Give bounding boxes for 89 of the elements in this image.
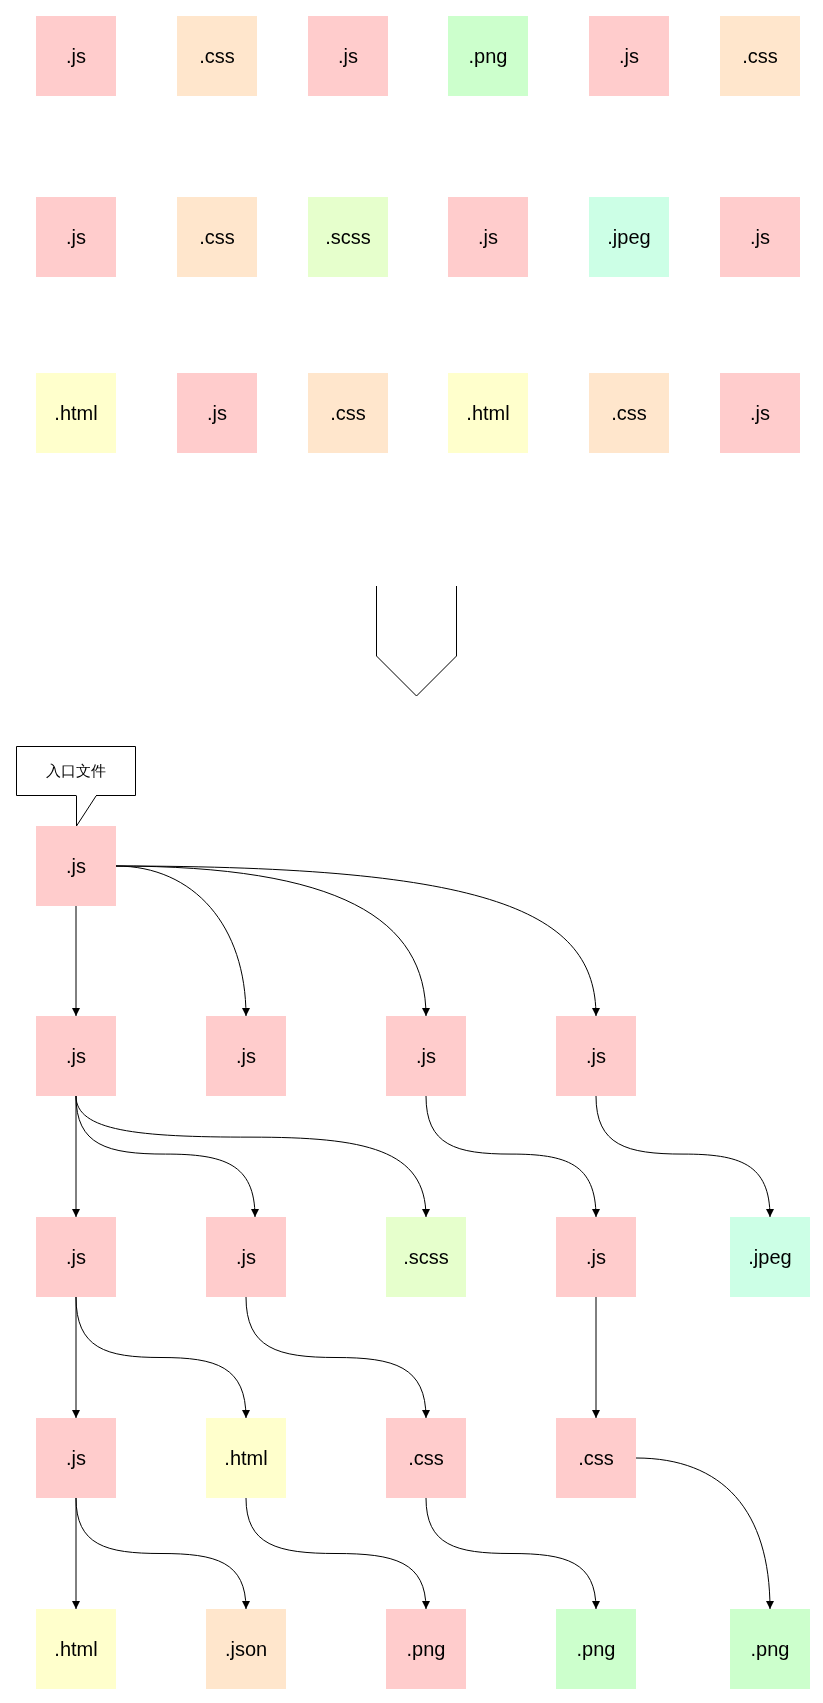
file-tile <box>720 373 800 453</box>
file-tile <box>386 1609 466 1689</box>
file-tile <box>448 16 528 96</box>
arrow <box>425 1095 600 1218</box>
file-tile <box>206 1609 286 1689</box>
file-tile <box>386 1016 466 1096</box>
file-type-label: .css <box>611 401 647 425</box>
file-tile <box>386 1418 466 1498</box>
file-type-label: .css <box>199 225 235 249</box>
file-type-label: .png <box>406 1637 446 1661</box>
file-tile <box>36 373 116 453</box>
file-tile <box>448 373 528 453</box>
file-tile <box>36 1016 116 1096</box>
file-type-label: .html <box>224 1446 268 1470</box>
file-tile <box>448 197 528 277</box>
file-tile <box>206 1418 286 1498</box>
file-tile <box>308 373 388 453</box>
file-tile <box>556 1217 636 1297</box>
arrow <box>592 1296 600 1419</box>
file-tile <box>589 373 669 453</box>
file-type-label: .js <box>66 44 86 68</box>
file-type-label: .js <box>66 1245 86 1269</box>
file-tile <box>206 1217 286 1297</box>
file-tile <box>386 1217 466 1297</box>
file-tile <box>308 197 388 277</box>
file-tile <box>36 16 116 96</box>
callout-text: 入口文件 <box>46 761 106 781</box>
file-type-label: .js <box>619 44 639 68</box>
file-type-label: .scss <box>325 225 371 249</box>
file-tile <box>720 197 800 277</box>
file-tile <box>177 197 257 277</box>
file-tile <box>177 373 257 453</box>
file-type-label: .jpeg <box>748 1245 792 1269</box>
file-type-label: .js <box>66 1044 86 1068</box>
arrow <box>115 865 600 1017</box>
file-type-label: .js <box>66 225 86 249</box>
callout-box <box>16 746 136 796</box>
file-type-label: .js <box>416 1044 436 1068</box>
arrow <box>72 905 80 1017</box>
file-type-label: .css <box>408 1446 444 1470</box>
file-tile <box>589 197 669 277</box>
file-type-label: .js <box>236 1245 256 1269</box>
file-tile <box>206 1016 286 1096</box>
file-tile <box>36 1418 116 1498</box>
file-type-label: .js <box>236 1044 256 1068</box>
file-tile <box>730 1217 810 1297</box>
file-tile <box>36 197 116 277</box>
arrow <box>635 1457 774 1610</box>
arrow <box>425 1497 600 1610</box>
arrow <box>245 1497 430 1610</box>
file-tile <box>36 1609 116 1689</box>
file-type-label: .css <box>330 401 366 425</box>
file-type-label: .png <box>750 1637 790 1661</box>
file-tile <box>308 16 388 96</box>
file-type-label: .css <box>578 1446 614 1470</box>
arrow <box>595 1095 774 1218</box>
file-tile <box>556 1418 636 1498</box>
file-type-label: .json <box>224 1637 268 1661</box>
file-type-label: .html <box>466 401 510 425</box>
file-type-label: .js <box>478 225 498 249</box>
file-tile <box>556 1016 636 1096</box>
file-tile <box>177 16 257 96</box>
arrow <box>75 1497 250 1610</box>
file-type-label: .css <box>742 44 778 68</box>
arrow <box>75 1296 250 1419</box>
file-type-label: .js <box>586 1044 606 1068</box>
arrow <box>75 1095 430 1218</box>
callout-tail <box>76 795 97 827</box>
file-tile <box>730 1609 810 1689</box>
file-tile <box>720 16 800 96</box>
file-type-label: .css <box>199 44 235 68</box>
file-type-label: .js <box>207 401 227 425</box>
file-type-label: .js <box>750 225 770 249</box>
file-tile <box>36 826 116 906</box>
arrow <box>245 1296 430 1419</box>
file-type-label: .html <box>54 1637 98 1661</box>
file-type-label: .js <box>66 1446 86 1470</box>
file-type-label: .html <box>54 401 98 425</box>
file-tile <box>556 1609 636 1689</box>
file-type-label: .js <box>750 401 770 425</box>
file-type-label: .jpeg <box>607 225 651 249</box>
file-type-label: .png <box>576 1637 616 1661</box>
file-type-label: .scss <box>403 1245 449 1269</box>
file-type-label: .png <box>468 44 508 68</box>
file-tile <box>36 1217 116 1297</box>
file-type-label: .js <box>338 44 358 68</box>
file-type-label: .js <box>66 854 86 878</box>
file-tile <box>589 16 669 96</box>
file-type-label: .js <box>586 1245 606 1269</box>
